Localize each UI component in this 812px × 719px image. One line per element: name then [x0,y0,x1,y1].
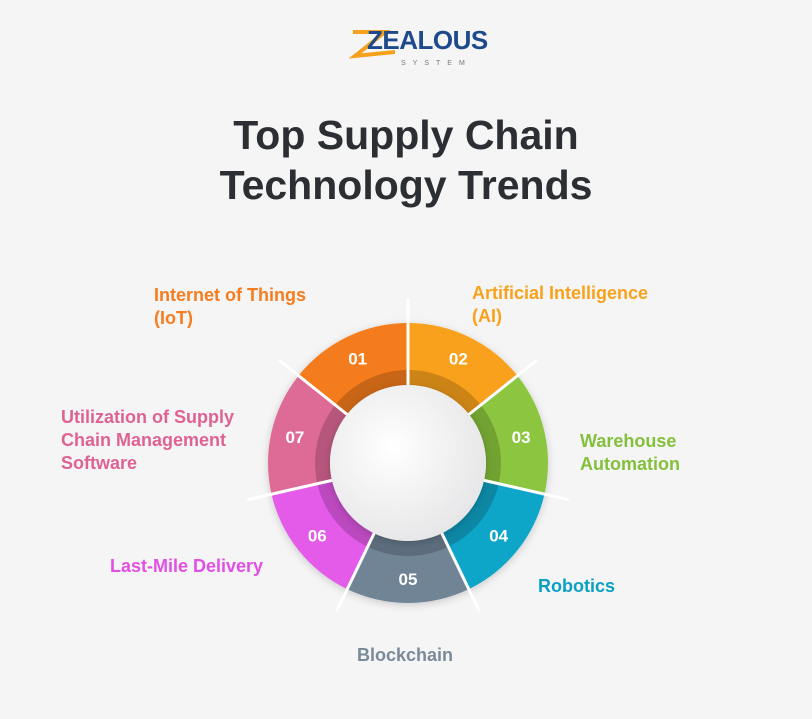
segment-number: 04 [489,526,508,545]
logo-swoosh-icon [348,30,396,59]
segment-inner-shade-01 [335,370,408,415]
title-line-2: Technology Trends [219,162,593,208]
label-line: (AI) [472,306,502,326]
segment-05 [347,545,469,603]
segment-01 [298,323,408,406]
label-line: Internet of Things [154,285,306,305]
divider-line [468,358,538,416]
label-line: Automation [580,454,680,474]
segment-number: 06 [308,526,327,545]
label-line: Last-Mile Delivery [110,556,264,576]
divider-line [278,358,348,416]
center-circle [330,385,486,541]
segment-06 [271,483,369,590]
divider-line [440,532,481,613]
label-blockchain: Blockchain [357,644,453,667]
segment-inner-shade-06 [317,480,375,547]
label-scm-software: Utilization of Supply Chain Management S… [61,406,234,475]
label-last-mile-delivery: Last-Mile Delivery [110,555,263,578]
label-robotics: Robotics [538,575,615,598]
divider-line [483,478,570,502]
segment-number: 01 [348,349,367,368]
segment-inner-shade-07 [314,405,348,484]
page-title: Top Supply Chain Technology Trends [0,110,812,210]
logo-subtitle: SYSTEM [401,60,472,67]
segment-04 [447,483,545,590]
label-line: Warehouse [580,431,677,451]
segment-inner-shade-02 [408,370,481,415]
label-line: (IoT) [154,308,193,328]
divider-line [246,478,333,502]
label-warehouse-automation: Warehouse Automation [580,430,680,476]
divider-line [335,532,376,613]
segment-03 [479,375,549,495]
segment-inner-shade-05 [367,533,449,556]
segment-number: 05 [399,570,418,589]
segment-07 [268,375,337,495]
label-line: Software [61,453,138,473]
segment-inner-shade-03 [468,405,501,484]
label-line: Utilization of Supply [61,407,234,427]
label-line: Robotics [538,576,616,596]
label-line: Blockchain [357,645,454,665]
label-ai: Artificial Intelligence (AI) [472,282,648,328]
label-iot: Internet of Things (IoT) [154,284,306,330]
zealous-logo: ZEALOUS SYSTEM [345,25,488,74]
segment-number: 02 [449,349,468,368]
label-line: Artificial Intelligence [472,283,649,303]
segment-number: 03 [512,428,531,447]
ring-group [268,323,549,603]
segment-inner-shade-04 [441,480,499,547]
segment-number: 07 [285,428,304,447]
title-line-1: Top Supply Chain [233,112,579,158]
logo-word: ZEALOUS [367,25,488,55]
segment-02 [408,323,518,406]
label-line: Chain Management [61,430,227,450]
